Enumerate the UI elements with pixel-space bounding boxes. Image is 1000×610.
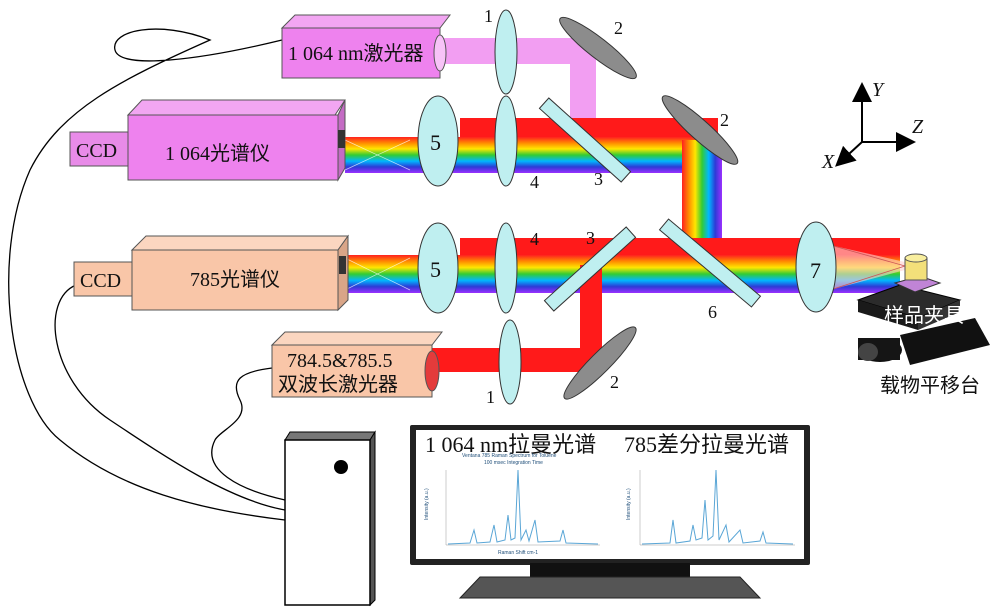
num-lens-1-top: 1	[484, 6, 493, 26]
num-mirror-2-right: 2	[720, 110, 729, 130]
num-lens7: 7	[810, 258, 821, 283]
mirror-2-bottom	[563, 326, 637, 400]
num-mirror-2-bottom: 2	[610, 372, 619, 392]
splitter-6	[658, 218, 762, 308]
sample-holder-label: 样品夹具	[884, 304, 964, 327]
spectrometer-1064-label: 1 064光谱仪	[165, 142, 270, 165]
computer-tower	[284, 430, 376, 607]
monitor-left-inner-subtitle: 100 msec Integration Time	[484, 460, 543, 466]
num-splitter3-top: 3	[594, 169, 603, 189]
monitor-left-title: 1 064 nm拉曼光谱	[425, 432, 596, 457]
beam-red-middle	[460, 238, 900, 260]
spectrometer-785: CCD 785光谱仪	[73, 234, 349, 312]
ccd-top-label: CCD	[76, 140, 117, 162]
lens-4-middle	[494, 222, 518, 314]
axis-y-label: Y	[872, 79, 885, 101]
coordinate-axes: Y Z X	[821, 79, 924, 173]
beam-red-vertical	[580, 265, 602, 365]
mirror-2-top	[559, 16, 637, 80]
lens-1-bottom	[498, 319, 522, 405]
spectrometer-1064: CCD 1 064光谱仪	[69, 99, 346, 182]
axis-x-label: X	[821, 151, 835, 173]
monitor-left-xlabel: Raman Shift cm-1	[498, 550, 538, 556]
num-lens4-top: 4	[530, 172, 539, 192]
num-lens5-mid: 5	[430, 257, 441, 282]
cable-dual-laser	[211, 367, 286, 501]
num-lens-1-bottom: 1	[486, 387, 495, 407]
lens-4-top	[494, 95, 518, 187]
num-mirror-2-top: 2	[614, 18, 623, 38]
monitor-left-spectrum	[447, 469, 599, 545]
stage-label: 载物平移台	[880, 374, 980, 397]
laser-dual-box: 784.5&785.5 双波长激光器	[270, 331, 444, 398]
spectrometer-785-label: 785光谱仪	[190, 268, 280, 291]
lens-7	[795, 221, 837, 313]
laser-dual-label-2: 双波长激光器	[278, 373, 398, 396]
laser-1064-box: 1 064 nm激光器	[280, 14, 452, 79]
lens-5-middle	[417, 222, 459, 314]
cable-1064-laser	[8, 28, 286, 521]
num-lens5-top: 5	[430, 130, 441, 155]
laser-1064-label: 1 064 nm激光器	[288, 42, 424, 65]
monitor-right-title: 785差分拉曼光谱	[624, 432, 789, 457]
laser-dual-label-1: 784.5&785.5	[287, 350, 393, 372]
cable-785-ccd	[54, 284, 286, 511]
sample-stage: 样品夹具 载物平移台	[856, 253, 990, 397]
axis-z-label: Z	[912, 116, 924, 138]
monitor-left-ylabel: Intensity (a.u.)	[424, 488, 430, 520]
num-splitter6: 6	[708, 302, 717, 322]
num-splitter3-mid: 3	[586, 228, 595, 248]
lens-1-top	[494, 9, 518, 95]
beam-focus-sample	[830, 245, 905, 290]
monitor: 1 064 nm拉曼光谱 785差分拉曼光谱 Ventana 785 Raman…	[410, 425, 810, 599]
beam-rainbow-top	[345, 137, 715, 173]
monitor-left-inner-title: Ventana 785 Raman Spectrum for Toluene	[462, 453, 557, 459]
num-lens4-mid: 4	[530, 229, 539, 249]
splitter-3-top	[538, 97, 632, 183]
ccd-bottom-label: CCD	[80, 270, 121, 292]
mirror-2-right	[661, 95, 739, 165]
splitter-3-middle	[543, 226, 637, 312]
lens-5-top	[417, 95, 459, 187]
beam-rainbow-vertical	[682, 140, 722, 250]
monitor-right-spectrum	[641, 469, 794, 545]
monitor-right-ylabel: Intensity (a.u.)	[626, 488, 632, 520]
